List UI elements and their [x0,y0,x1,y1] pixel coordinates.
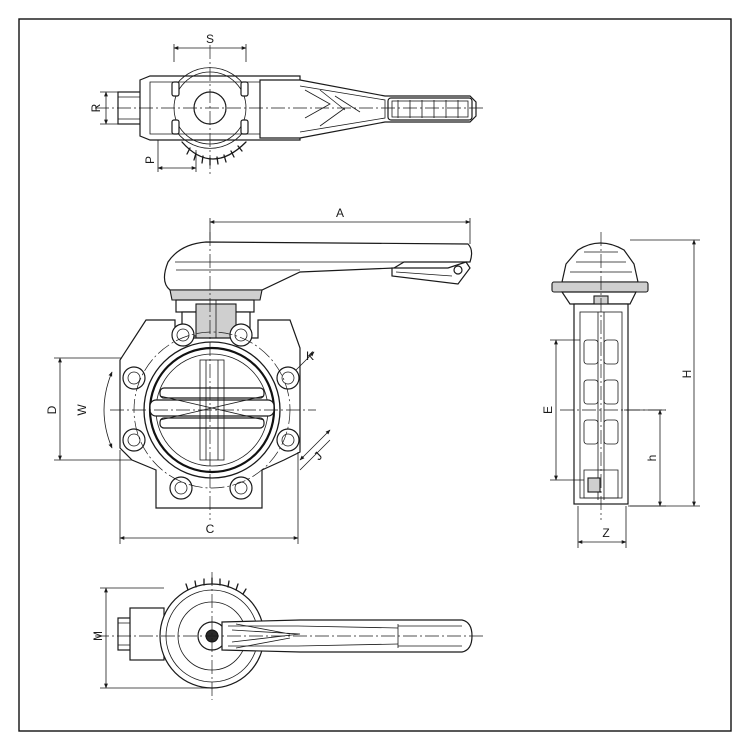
front-view: A D W K J C [45,206,473,544]
dim-label-J: J [311,449,325,463]
dim-label-H: H [680,370,694,379]
dim-label-K: K [306,349,314,363]
bottom-view: M [91,572,485,700]
dim-label-P: P [143,156,157,164]
dim-label-Z: Z [602,526,609,540]
dim-label-A: A [336,206,344,220]
dim-label-h: h [645,455,659,462]
dim-label-D: D [45,405,59,414]
dim-label-C: C [206,522,215,536]
dim-label-E: E [541,406,555,414]
dim-label-M: M [91,631,105,641]
dim-label-W: W [75,404,89,416]
drawing-frame [18,18,732,732]
dim-label-S: S [206,32,214,46]
dim-label-R: R [89,103,103,112]
top-view: S R P [89,32,485,175]
side-view: H h E Z [541,232,700,548]
